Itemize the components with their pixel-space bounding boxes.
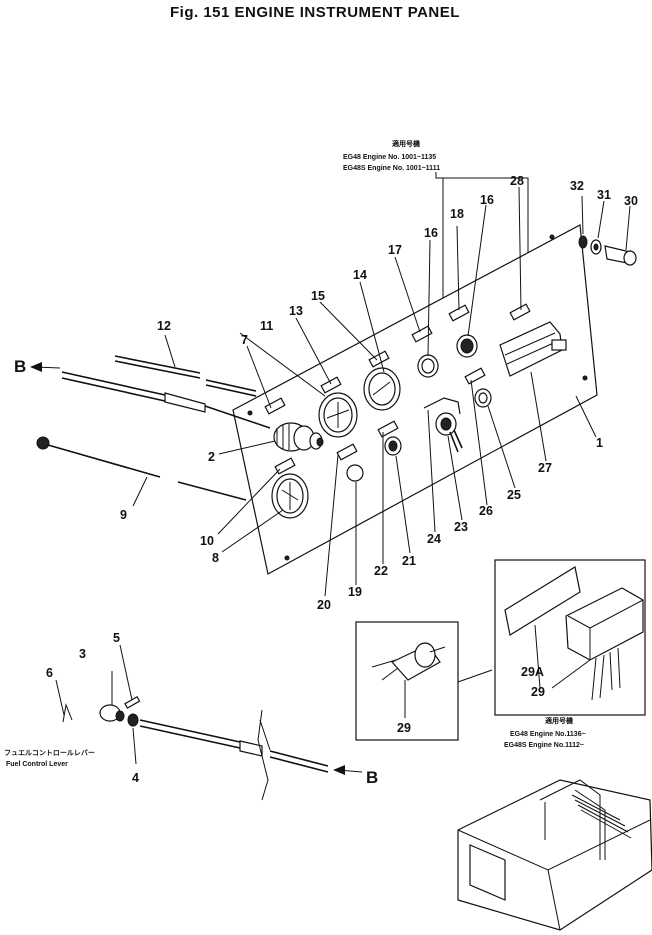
callout-22: 22	[374, 564, 388, 578]
callout-29-right-visible: 29	[531, 685, 545, 699]
callout-4: 4	[132, 771, 139, 785]
callout-20: 20	[317, 598, 331, 612]
note-top-line2: EG48S Engine No. 1001~1111	[343, 165, 440, 172]
callout-31: 31	[597, 188, 611, 202]
detail-box-29A	[494, 559, 646, 716]
small-parts	[346, 334, 492, 482]
arrow-b-bottom: B	[366, 768, 378, 787]
callout-17: 17	[388, 243, 402, 257]
lever-27	[499, 321, 567, 377]
callout-28: 28	[510, 174, 524, 188]
callout-29A: 29A	[521, 665, 544, 679]
fuel-control-cable	[62, 695, 363, 801]
note-bottom-line1: EG48 Engine No.1136~	[510, 731, 586, 738]
callout-14: 14	[353, 268, 367, 282]
callout-16-right: 16	[480, 193, 494, 207]
instrument-panel-plate	[232, 224, 598, 575]
fuel-lever-en: Fuel Control Lever	[6, 761, 68, 768]
gauge-11	[318, 392, 358, 438]
callout-8: 8	[212, 551, 219, 565]
callout-15: 15	[311, 289, 325, 303]
figure-title: Fig. 151 ENGINE INSTRUMENT PANEL	[170, 4, 460, 21]
note-bottom-line2: EG48S Engine No.1112~	[504, 742, 584, 749]
cables	[30, 355, 271, 501]
leader-lines	[55, 186, 631, 765]
callout-19: 19	[348, 585, 362, 599]
note-top-line1: EG48 Engine No. 1001~1135	[343, 154, 436, 161]
arrow-b-top: B	[14, 357, 26, 376]
controller-2	[273, 422, 324, 452]
callout-10: 10	[200, 534, 214, 548]
callout-2: 2	[208, 450, 215, 464]
detail-box-29	[355, 621, 493, 741]
gauge-14	[363, 367, 401, 411]
callout-26: 26	[479, 504, 493, 518]
machine-housing	[457, 779, 652, 931]
callout-9: 9	[120, 508, 127, 522]
callout-7: 7	[241, 333, 248, 347]
top-applicability-note: 適用号機 EG48 Engine No. 1001~1135 EG48S Eng…	[343, 139, 440, 172]
callout-32: 32	[570, 179, 584, 193]
callout-25: 25	[507, 488, 521, 502]
callout-12: 12	[157, 319, 171, 333]
callout-24: 24	[427, 532, 441, 546]
note-top-heading: 適用号機	[392, 139, 420, 148]
callout-13: 13	[289, 304, 303, 318]
callout-3: 3	[79, 647, 86, 661]
note-bottom-heading: 適用号機	[545, 716, 573, 725]
callout-5: 5	[113, 631, 120, 645]
bottom-applicability-note: 適用号機 EG48 Engine No.1136~ EG48S Engine N…	[504, 716, 586, 749]
gauge-8	[271, 473, 309, 519]
bolt-30-32	[578, 235, 637, 266]
callout-6: 6	[46, 666, 53, 680]
callout-23: 23	[454, 520, 468, 534]
callout-30: 30	[624, 194, 638, 208]
callout-29-left: 29	[397, 721, 411, 735]
callout-numbers: 1 2 3 4 5 6 7 8 9 10 11 12 13 14 15 16 1…	[46, 174, 638, 785]
fuel-lever-jp: フュエルコントロールレバー	[4, 749, 95, 757]
callout-1: 1	[596, 436, 603, 450]
callout-18: 18	[450, 207, 464, 221]
callout-21: 21	[402, 554, 416, 568]
callout-27: 27	[538, 461, 552, 475]
callout-16-left: 16	[424, 226, 438, 240]
callout-11: 11	[260, 319, 273, 333]
